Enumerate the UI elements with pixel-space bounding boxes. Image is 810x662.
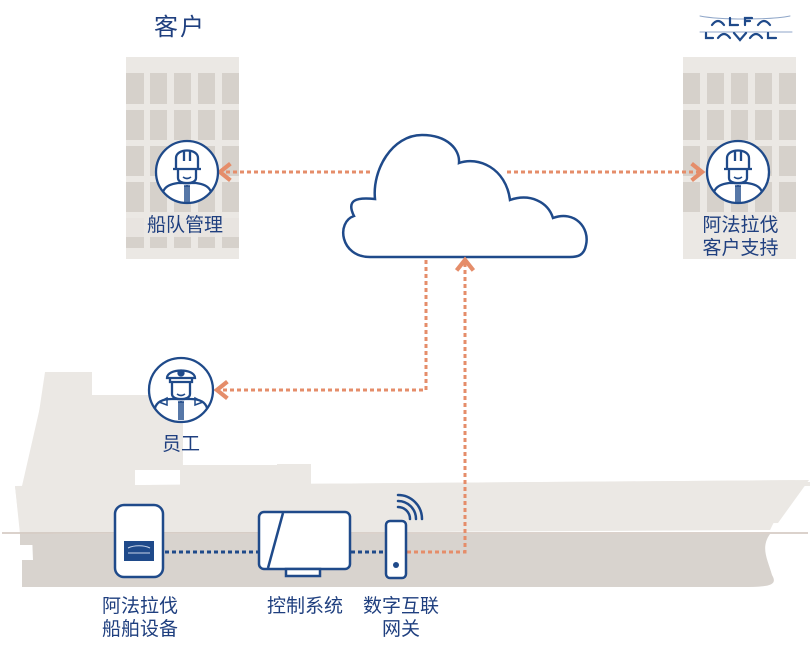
equipment-cabinet-icon	[113, 503, 165, 579]
gateway-label-line1: 数字互联	[362, 595, 439, 617]
alfa-laval-logo	[699, 15, 793, 42]
alfa-support-label-line1: 阿法拉伐	[702, 214, 779, 236]
crew-label: 员工	[161, 433, 200, 455]
engineer-helmet-icon	[705, 139, 771, 205]
wireless-gateway-icon	[384, 493, 424, 580]
customer-header: 客户	[154, 13, 206, 41]
control-system-label: 控制系统	[266, 595, 343, 617]
link-cloud-to-crew	[213, 260, 428, 401]
captain-icon	[147, 356, 215, 424]
engineer-helmet-icon	[154, 139, 220, 205]
cloud-icon	[341, 133, 588, 259]
alfa-equipment-label-line2: 船舶设备	[101, 618, 178, 640]
alfa-equipment-label-line1: 阿法拉伐	[101, 595, 178, 617]
alfa-support-label-line2: 客户支持	[702, 237, 779, 259]
fleet-management-label: 船队管理	[146, 214, 223, 236]
link-gateway-to-cloud	[407, 256, 476, 554]
connections	[213, 161, 706, 554]
monitor-icon	[257, 510, 352, 578]
wifi-signal-icon	[396, 493, 424, 521]
ship-superstructure	[22, 381, 183, 486]
gateway-label-line2: 网关	[381, 618, 420, 640]
